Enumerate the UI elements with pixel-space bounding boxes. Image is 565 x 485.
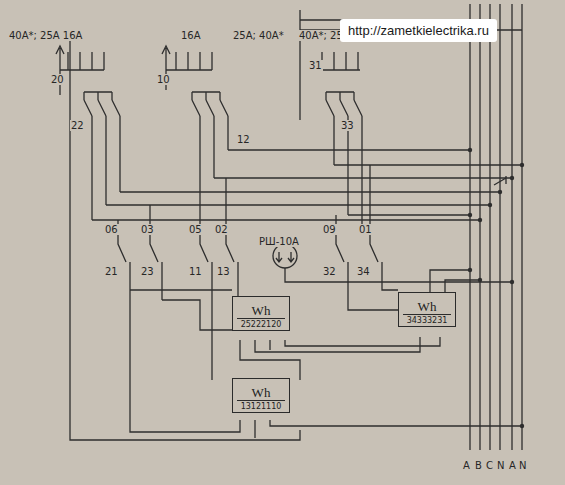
phase-label: A [508, 460, 517, 471]
meter-box: Wh34333231 [398, 292, 456, 327]
meter-box: Wh13121110 [232, 378, 290, 413]
terminal-number: 06 [104, 224, 119, 235]
terminal-number: 03 [140, 224, 155, 235]
bus-dots [468, 148, 524, 428]
meter-symbol: Wh [237, 385, 285, 400]
terminal-number: 23 [140, 266, 155, 277]
phase-label: N [518, 460, 527, 471]
terminal-numbers: 34333231 [403, 314, 451, 326]
rating-label: 16А [180, 30, 202, 41]
terminal-number: 22 [70, 120, 85, 131]
meter-symbol: Wh [403, 299, 451, 314]
terminal-number: 13 [216, 266, 231, 277]
terminal-number: 02 [214, 224, 229, 235]
phase-label: N [496, 460, 505, 471]
terminal-number: 12 [236, 134, 251, 145]
terminal-numbers: 25222120 [237, 318, 285, 330]
switch-contacts [118, 165, 398, 380]
terminal-number: 05 [188, 224, 203, 235]
phase-label: C [485, 460, 494, 471]
breaker-group [56, 10, 362, 120]
terminal-number: 20 [50, 74, 65, 85]
feed-wires [70, 20, 522, 440]
switch-symbol [494, 176, 506, 185]
meter-box: Wh25222120 [232, 296, 290, 331]
meter-symbol: Wh [237, 303, 285, 318]
terminal-number: 10 [156, 74, 171, 85]
phase-label: B [474, 460, 483, 471]
bus-lines [470, 4, 522, 450]
rating-label: РШ-10А [258, 236, 300, 247]
rating-label: 40А*; 25А 16А [8, 30, 83, 41]
terminal-number: 09 [322, 224, 337, 235]
terminal-number: 32 [322, 266, 337, 277]
terminal-number: 11 [188, 266, 203, 277]
terminal-number: 31 [308, 60, 323, 71]
phase-label: A [462, 460, 471, 471]
terminal-number: 01 [358, 224, 373, 235]
meter-wiring [130, 270, 522, 438]
watermark: http://zametkielectrika.ru [340, 19, 497, 42]
terminal-numbers: 13121110 [237, 400, 285, 412]
terminal-number: 34 [356, 266, 371, 277]
terminal-number: 21 [104, 266, 119, 277]
rating-label: 25А; 40А* [232, 30, 285, 41]
terminal-number: 33 [340, 120, 355, 131]
rating-label: 40А*; 25 [298, 30, 344, 41]
socket-symbol [273, 244, 512, 282]
